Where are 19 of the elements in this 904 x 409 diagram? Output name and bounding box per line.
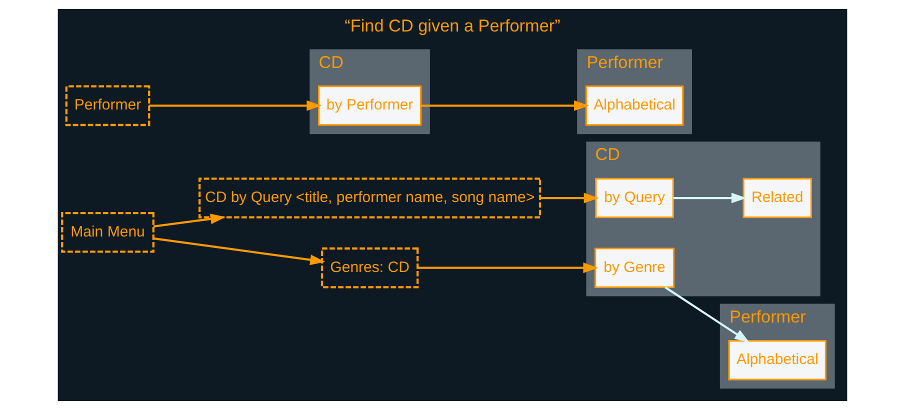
arrow — [664, 286, 750, 342]
arrow — [148, 100, 322, 110]
node-box: Alphabetical — [728, 340, 826, 380]
node-box: by Genre — [594, 247, 674, 288]
arrow — [540, 192, 598, 203]
arrow — [420, 100, 589, 110]
node-box: CD by Query <title, performer name, song name> — [198, 177, 541, 218]
diagram-title: “Find CD given a Performer” — [344, 14, 560, 35]
node-box: Related — [742, 177, 812, 218]
arrow — [417, 262, 598, 273]
node-box: Performer — [64, 84, 150, 126]
node-box: by Performer — [317, 85, 422, 126]
arrow — [152, 213, 226, 228]
node-box: by Query — [594, 177, 674, 218]
node-box: Main Menu — [60, 211, 154, 252]
node-box: Genres: CD — [320, 246, 418, 288]
arrow — [152, 236, 325, 265]
node-box: Alphabetical — [584, 85, 684, 126]
arrow — [672, 192, 746, 203]
